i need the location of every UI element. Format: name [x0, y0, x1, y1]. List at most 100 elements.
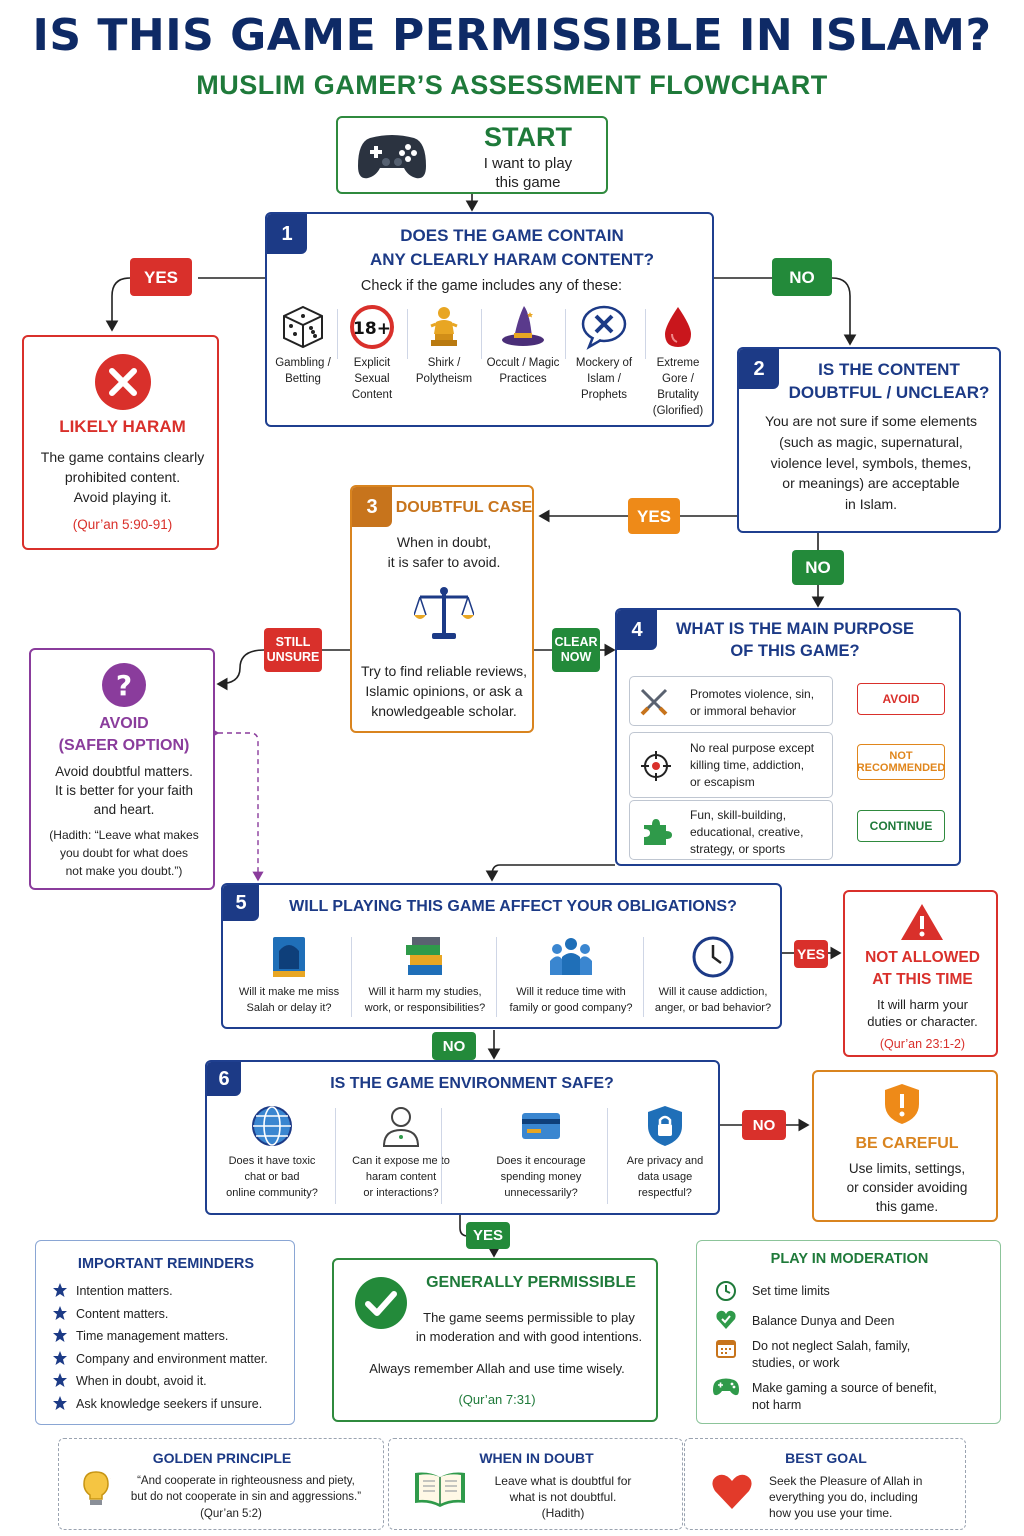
step-number-4: 4: [617, 610, 657, 650]
user-icon: [382, 1107, 420, 1147]
q1-prompt: Check if the game includes any of these:: [360, 278, 623, 294]
step-number-2: 2: [739, 349, 779, 389]
start-line2: this game: [495, 174, 561, 191]
play-in-moderation-box: PLAY IN MODERATION Set time limits Balan…: [696, 1240, 1001, 1424]
globe-icon: [252, 1106, 292, 1146]
important-reminders-box: IMPORTANT REMINDERS Intention matters.Co…: [35, 1240, 295, 1425]
be-careful-box: BE CAREFUL Use limits, settings, or cons…: [812, 1070, 998, 1222]
question-3-box: 3 DOUBTFUL CASE When in doubt, it is saf…: [350, 485, 534, 733]
step-number-5: 5: [223, 885, 259, 921]
star-icon: [53, 1373, 67, 1387]
books-icon: [406, 937, 442, 975]
prayer-mat-icon: [273, 937, 305, 977]
warning-icon: [901, 904, 943, 940]
q1-yes-pill: YES: [130, 258, 192, 296]
star-icon: [53, 1305, 67, 1320]
q1-item-gore: Extreme Gore / Brutality (Glorified): [641, 304, 715, 419]
check-circle-icon: [355, 1277, 407, 1329]
heart-check-icon: [716, 1310, 736, 1329]
svg-text:18+: 18+: [353, 319, 391, 339]
q2-yes-pill: YES: [628, 498, 680, 534]
svg-text:?: ?: [116, 669, 132, 702]
q1-item-mockery: Mockery of Islam / Prophets: [563, 304, 645, 403]
q4-option-beneficial: Fun, skill-building, educational, creati…: [629, 800, 833, 860]
idol-icon: [430, 307, 458, 346]
reminder-item: Intention matters.: [76, 1284, 173, 1298]
witch-hat-icon: [502, 306, 544, 346]
reminder-item: Content matters.: [76, 1306, 169, 1321]
shield-lock-icon: [648, 1106, 682, 1146]
crosshair-icon: [641, 751, 671, 781]
clock-icon: [692, 936, 734, 978]
q4-option-no-purpose: No real purpose except killing time, add…: [629, 732, 833, 798]
credit-card-icon: [522, 1113, 560, 1139]
page-subtitle: MUSLIM GAMER’S ASSESSMENT FLOWCHART: [196, 70, 828, 100]
question-5-box: 5 WILL PLAYING THIS GAME AFFECT YOUR OBL…: [221, 883, 782, 1029]
calendar-icon: [716, 1340, 736, 1358]
blood-drop-icon: [665, 307, 691, 347]
q1-no-pill: NO: [772, 258, 832, 296]
reminder-item: Ask knowledge seekers if unsure.: [76, 1396, 263, 1411]
when-in-doubt-box: WHEN IN DOUBT Leave what is doubtful for…: [388, 1438, 683, 1530]
open-book-icon: [415, 1472, 465, 1507]
q5-item-family: Will it reduce time with family or good …: [499, 935, 643, 1016]
gamepad-small-icon: [713, 1378, 739, 1396]
generally-permissible-box: GENERALLY PERMISSIBLE The game seems per…: [332, 1258, 658, 1422]
likely-haram-box: LIKELY HARAM The game contains clearly p…: [22, 335, 219, 550]
18-plus-icon: 18+: [350, 305, 394, 349]
q6-yes-pill: YES: [466, 1222, 510, 1249]
q6-item-spending: Does it encourage spending money unneces…: [473, 1104, 609, 1201]
q5-item-salah: Will it make me miss Salah or delay it?: [227, 935, 351, 1016]
x-circle-icon: [95, 354, 151, 410]
q1-item-shirk: Shirk / Polytheism: [411, 304, 477, 387]
dice-icon: [283, 305, 323, 349]
mockery-icon: [581, 305, 627, 350]
q2-no-pill: NO: [792, 550, 844, 585]
q6-item-exposure: Can it expose me to haram content or int…: [339, 1104, 463, 1201]
q6-item-privacy: Are privacy and data usage respectful?: [611, 1104, 719, 1201]
not-allowed-box: NOT ALLOWED AT THIS TIME It will harm yo…: [843, 890, 998, 1057]
crossed-swords-icon: [640, 688, 668, 716]
timer-icon: [716, 1281, 736, 1301]
q6-item-community: Does it have toxic chat or bad online co…: [211, 1104, 333, 1201]
star-icon: [53, 1328, 67, 1342]
star-icon: [53, 1283, 67, 1297]
haram-reference: (Qur’an 5:90-91): [72, 517, 173, 532]
step-number-3: 3: [352, 487, 392, 527]
q1-item-explicit: 18+ Explicit Sexual Content: [341, 304, 403, 403]
question-6-box: 6 IS THE GAME ENVIRONMENT SAFE? Does it …: [205, 1060, 720, 1215]
continue-tag: CONTINUE: [857, 810, 945, 842]
reminder-item: When in doubt, avoid it.: [76, 1374, 207, 1388]
q1-item-gambling: Gambling / Betting: [272, 304, 334, 387]
golden-principle-box: GOLDEN PRINCIPLE “And cooperate in right…: [58, 1438, 384, 1530]
warning-shield-icon: [885, 1084, 919, 1124]
question-circle-icon: ?: [102, 663, 146, 707]
scales-icon: [414, 587, 474, 639]
star-icon: [53, 1350, 67, 1365]
q6-no-pill: NO: [742, 1110, 786, 1140]
star-icon: [53, 1395, 67, 1410]
q5-no-pill: NO: [432, 1032, 476, 1060]
best-goal-box: BEST GOAL Seek the Pleasure of Allah in …: [684, 1438, 966, 1530]
q1-title-line1: DOES THE GAME CONTAIN: [400, 226, 624, 245]
question-2-box: 2 IS THE CONTENT DOUBTFUL / UNCLEAR? You…: [737, 347, 1001, 533]
reminder-item: Company and environment matter.: [76, 1351, 268, 1366]
step-number-1: 1: [267, 214, 307, 254]
start-line1: I want to play: [483, 155, 573, 172]
question-1-box: 1 DOES THE GAME CONTAIN ANY CLEARLY HARA…: [265, 212, 714, 427]
lightbulb-icon: [81, 1471, 111, 1505]
reminder-item: Time management matters.: [76, 1329, 229, 1343]
avoid-box: ? AVOID (SAFER OPTION) Avoid doubtful ma…: [29, 648, 215, 890]
q4-option-violence: Promotes violence, sin, or immoral behav…: [629, 676, 833, 726]
start-box: START I want to play this game: [336, 116, 608, 194]
family-group-icon: [550, 938, 592, 975]
q5-item-studies: Will it harm my studies, work, or respon…: [355, 935, 495, 1016]
q1-item-occult: Occult / Magic Practices: [477, 304, 569, 387]
avoid-tag: AVOID: [857, 683, 945, 715]
haram-title: LIKELY HARAM: [59, 417, 186, 436]
q1-title-line2: ANY CLEARLY HARAM CONTENT?: [370, 250, 654, 269]
q5-yes-pill: YES: [794, 940, 828, 968]
page-title: IS THIS GAME PERMISSIBLE IN ISLAM?: [32, 10, 992, 61]
